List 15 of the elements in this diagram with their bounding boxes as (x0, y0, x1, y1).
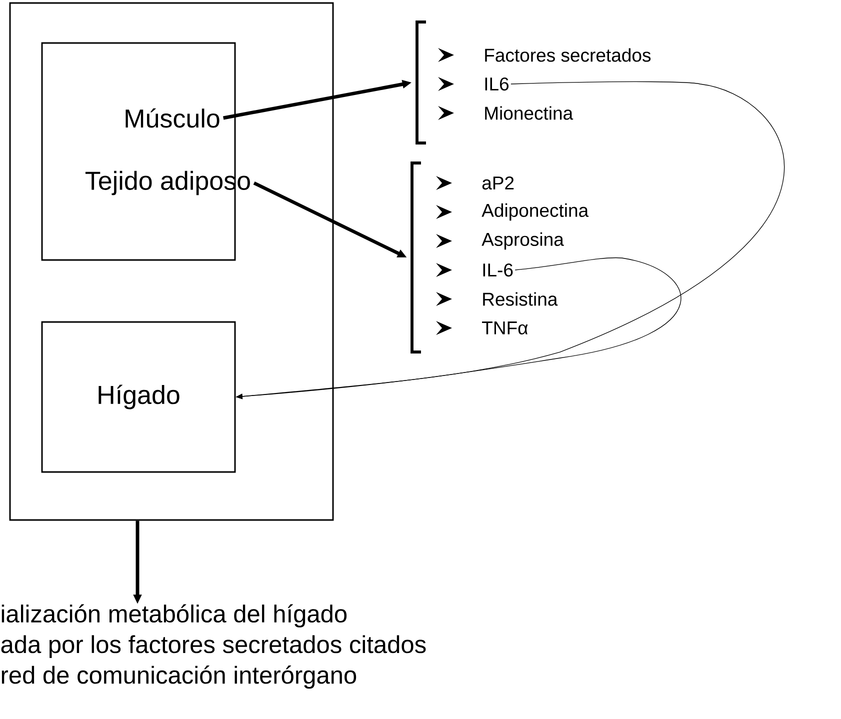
list-item: IL-6 (483, 263, 513, 277)
list-item: IL6 (485, 77, 509, 91)
organ-box: Hígado (41, 321, 236, 473)
list-item: Factores secretados (485, 48, 651, 62)
list-item: Mionectina (485, 106, 574, 120)
list-item: TNFα (482, 322, 528, 334)
organ-label: Músculo (126, 108, 220, 128)
list-item: Resistina (483, 292, 558, 306)
list-item: Asprosina (482, 232, 564, 250)
result-text: ialización metabólica del hígado ada por los factores secretados citados red de comunicación interórgano (1, 604, 426, 689)
bracket (416, 20, 426, 144)
list-item: Adiponectina (482, 203, 589, 221)
list-item: aP2 (482, 176, 514, 190)
bracket (410, 162, 421, 354)
organ-box (9, 2, 334, 521)
